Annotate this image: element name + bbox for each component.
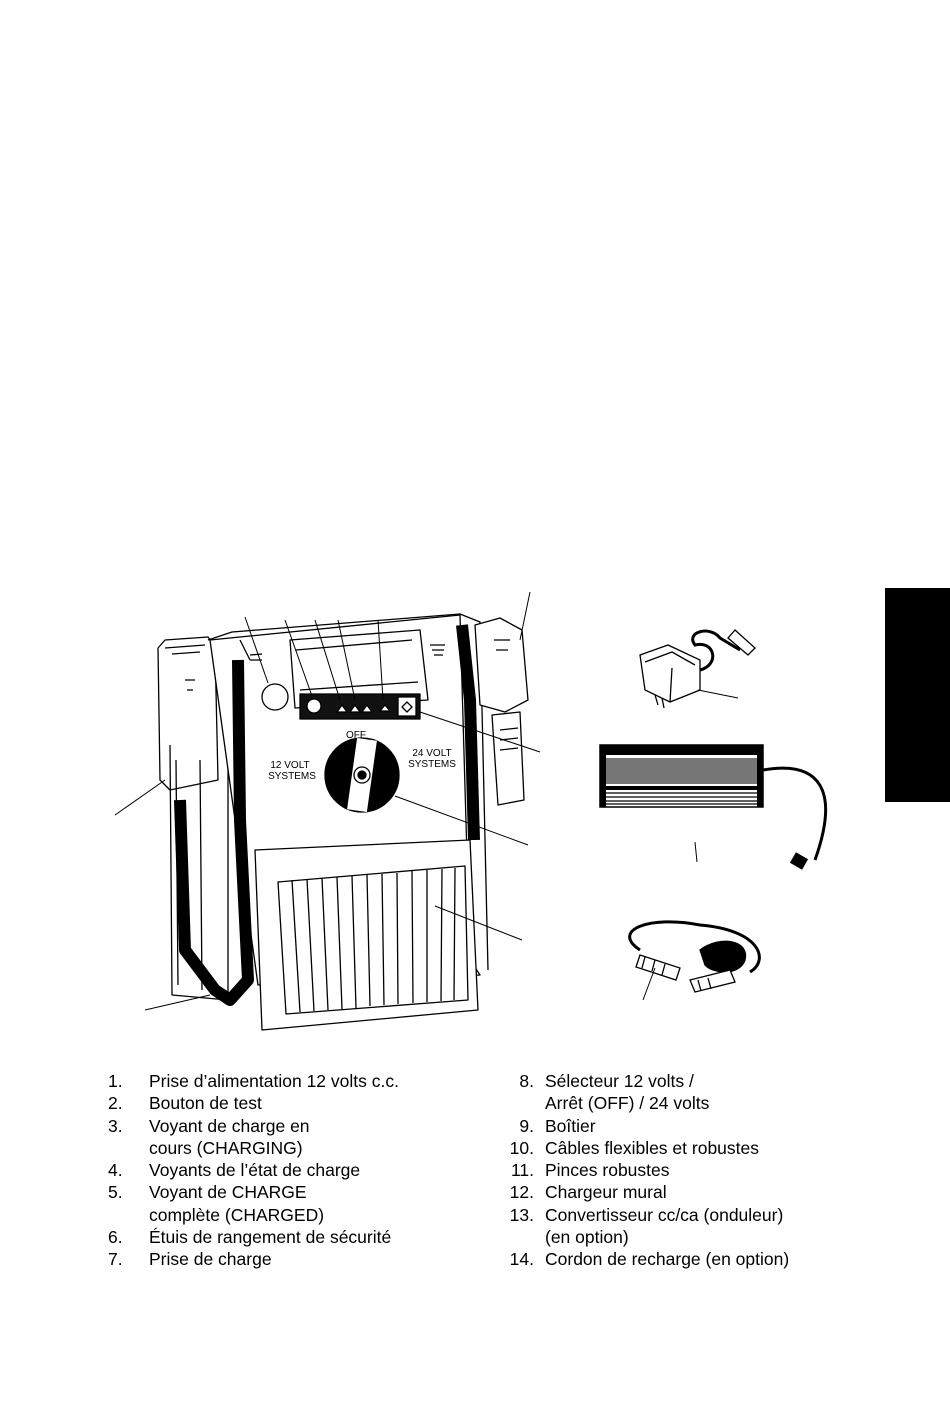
right-clamp-holster: [474, 617, 529, 806]
legend-item: 9. Boîtier: [500, 1115, 880, 1137]
legend-item-text: Étuis de rangement de sécurité: [149, 1227, 392, 1248]
legend-item-text: Boîtier: [545, 1115, 596, 1136]
legend-item: 10. Câbles flexibles et robustes: [500, 1137, 880, 1159]
callout-lines: [114, 591, 541, 1011]
left-cable: [174, 659, 254, 1006]
legend-item: 5. Voyant de CHARGE: [108, 1181, 488, 1203]
legend-item-number: 9.: [519, 1115, 534, 1136]
panel-12v-label-2: SYSTEMS: [268, 771, 316, 782]
legend-item-text: Prise de charge: [149, 1249, 272, 1270]
legend-item: 13. Convertisseur cc/ca (onduleur): [500, 1204, 880, 1226]
legend-item: 2. Bouton de test: [108, 1092, 488, 1114]
legend-item: 7. Prise de charge: [108, 1248, 488, 1270]
panel-12v-label: 12 VOLT: [270, 760, 309, 771]
legend-item: 4. Voyants de l’état de charge: [108, 1159, 488, 1181]
legend-item-text: Bouton de test: [149, 1093, 262, 1114]
inverter: [599, 744, 828, 870]
legend-item: 12. Chargeur mural: [500, 1181, 880, 1203]
unit-body: [207, 613, 489, 1031]
legend-item-text: Sélecteur 12 volts /: [545, 1071, 694, 1091]
legend-item-number: 7.: [108, 1249, 123, 1270]
legend-item: (en option): [500, 1226, 880, 1248]
legend-item-number: 13.: [509, 1204, 534, 1225]
legend-item: 6. Étuis de rangement de sécurité: [108, 1226, 488, 1248]
legend-item-text: Convertisseur cc/ca (onduleur): [545, 1204, 784, 1225]
legend-item-text: Prise d’alimentation 12 volts c.c.: [149, 1071, 399, 1091]
legend-item-number: 11.: [510, 1160, 534, 1181]
legend-item-text: Pinces robustes: [545, 1160, 670, 1181]
legend-item: complète (CHARGED): [108, 1204, 488, 1226]
legend-item-text: cours (CHARGING): [149, 1137, 303, 1158]
product-illustration: OFF 12 VOLT SYSTEMS 24 VOLT SYSTEMS: [114, 591, 828, 1031]
legend-item: 3. Voyant de charge en: [108, 1115, 488, 1137]
section-tab: [885, 588, 950, 802]
legend-item-number: 2.: [108, 1093, 123, 1114]
legend-item-number: 1.: [108, 1071, 123, 1091]
legend-item-number: 8.: [519, 1071, 534, 1091]
legend-item-text: Voyant de CHARGE: [149, 1182, 307, 1203]
legend-right-column: 8. Sélecteur 12 volts /Arrêt (OFF) / 24 v…: [500, 1070, 880, 1271]
legend-item-number: 10.: [509, 1137, 534, 1158]
legend-item: cours (CHARGING): [108, 1137, 488, 1159]
wall-charger: [639, 629, 756, 709]
legend-item-text: Cordon de recharge (en option): [545, 1249, 790, 1270]
charging-cord: [628, 920, 761, 1001]
left-clamp-holster: [157, 636, 229, 1001]
legend-item-number: 14.: [509, 1249, 534, 1270]
legend-item-text: Voyant de charge en: [149, 1115, 310, 1136]
legend-item-number: 6.: [108, 1227, 123, 1248]
legend-item-text: Voyants de l’état de charge: [149, 1160, 361, 1181]
legend-item-number: 4.: [108, 1160, 123, 1181]
legend-item-number: 5.: [108, 1182, 123, 1203]
legend-item-text: Câbles flexibles et robustes: [545, 1137, 759, 1158]
legend-item-text: Arrêt (OFF) / 24 volts: [545, 1093, 710, 1114]
legend-item: 14. Cordon de recharge (en option): [500, 1248, 880, 1270]
right-cable: [456, 624, 480, 841]
panel-off-label: OFF: [346, 730, 366, 741]
legend-item-text: (en option): [545, 1227, 629, 1248]
legend-item: 11. Pinces robustes: [500, 1159, 880, 1181]
panel-24v-label-2: SYSTEMS: [408, 759, 456, 770]
legend-item: Arrêt (OFF) / 24 volts: [500, 1092, 880, 1114]
legend-item: 1. Prise d’alimentation 12 volts c.c.: [108, 1070, 488, 1092]
legend-item-text: Chargeur mural: [545, 1182, 667, 1203]
panel-24v-label: 24 VOLT: [412, 748, 451, 759]
legend-item-number: 3.: [108, 1115, 123, 1136]
legend-item-text: complète (CHARGED): [149, 1204, 325, 1225]
legend-left-column: 1. Prise d’alimentation 12 volts c.c. 2. Bo…: [108, 1070, 488, 1271]
legend-item-number: 12.: [509, 1182, 534, 1203]
legend-item: 8. Sélecteur 12 volts /: [500, 1070, 880, 1092]
